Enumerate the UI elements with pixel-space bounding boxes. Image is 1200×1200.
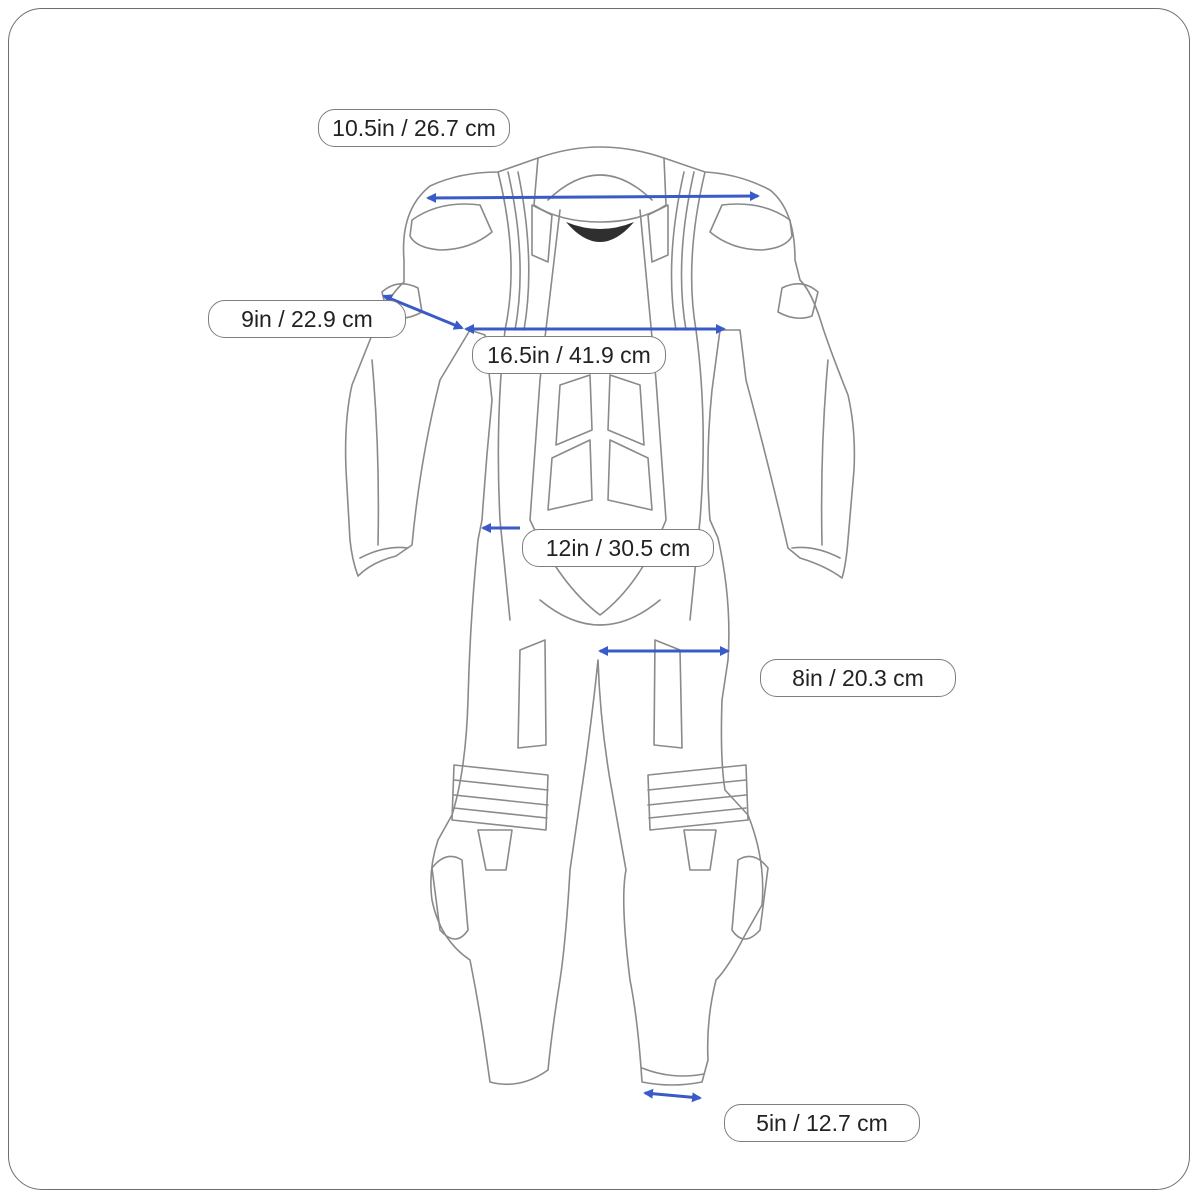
suit-outline (344, 146, 856, 1086)
collar-insert (566, 222, 634, 242)
thigh-measurement-label: 8in / 20.3 cm (760, 659, 956, 697)
diagram-frame (8, 8, 1190, 1190)
waist-measurement-label: 12in / 30.5 cm (522, 529, 714, 567)
ankle-arrow (643, 1088, 702, 1103)
chest-measurement-label: 16.5in / 41.9 cm (472, 336, 666, 374)
shoulder-arrow (426, 191, 760, 203)
arm-measurement-label: 9in / 22.9 cm (208, 300, 406, 338)
shoulder-measurement-label: 10.5in / 26.7 cm (318, 109, 510, 147)
measurement-arrows (382, 191, 760, 1103)
ankle-measurement-label: 5in / 12.7 cm (724, 1104, 920, 1142)
